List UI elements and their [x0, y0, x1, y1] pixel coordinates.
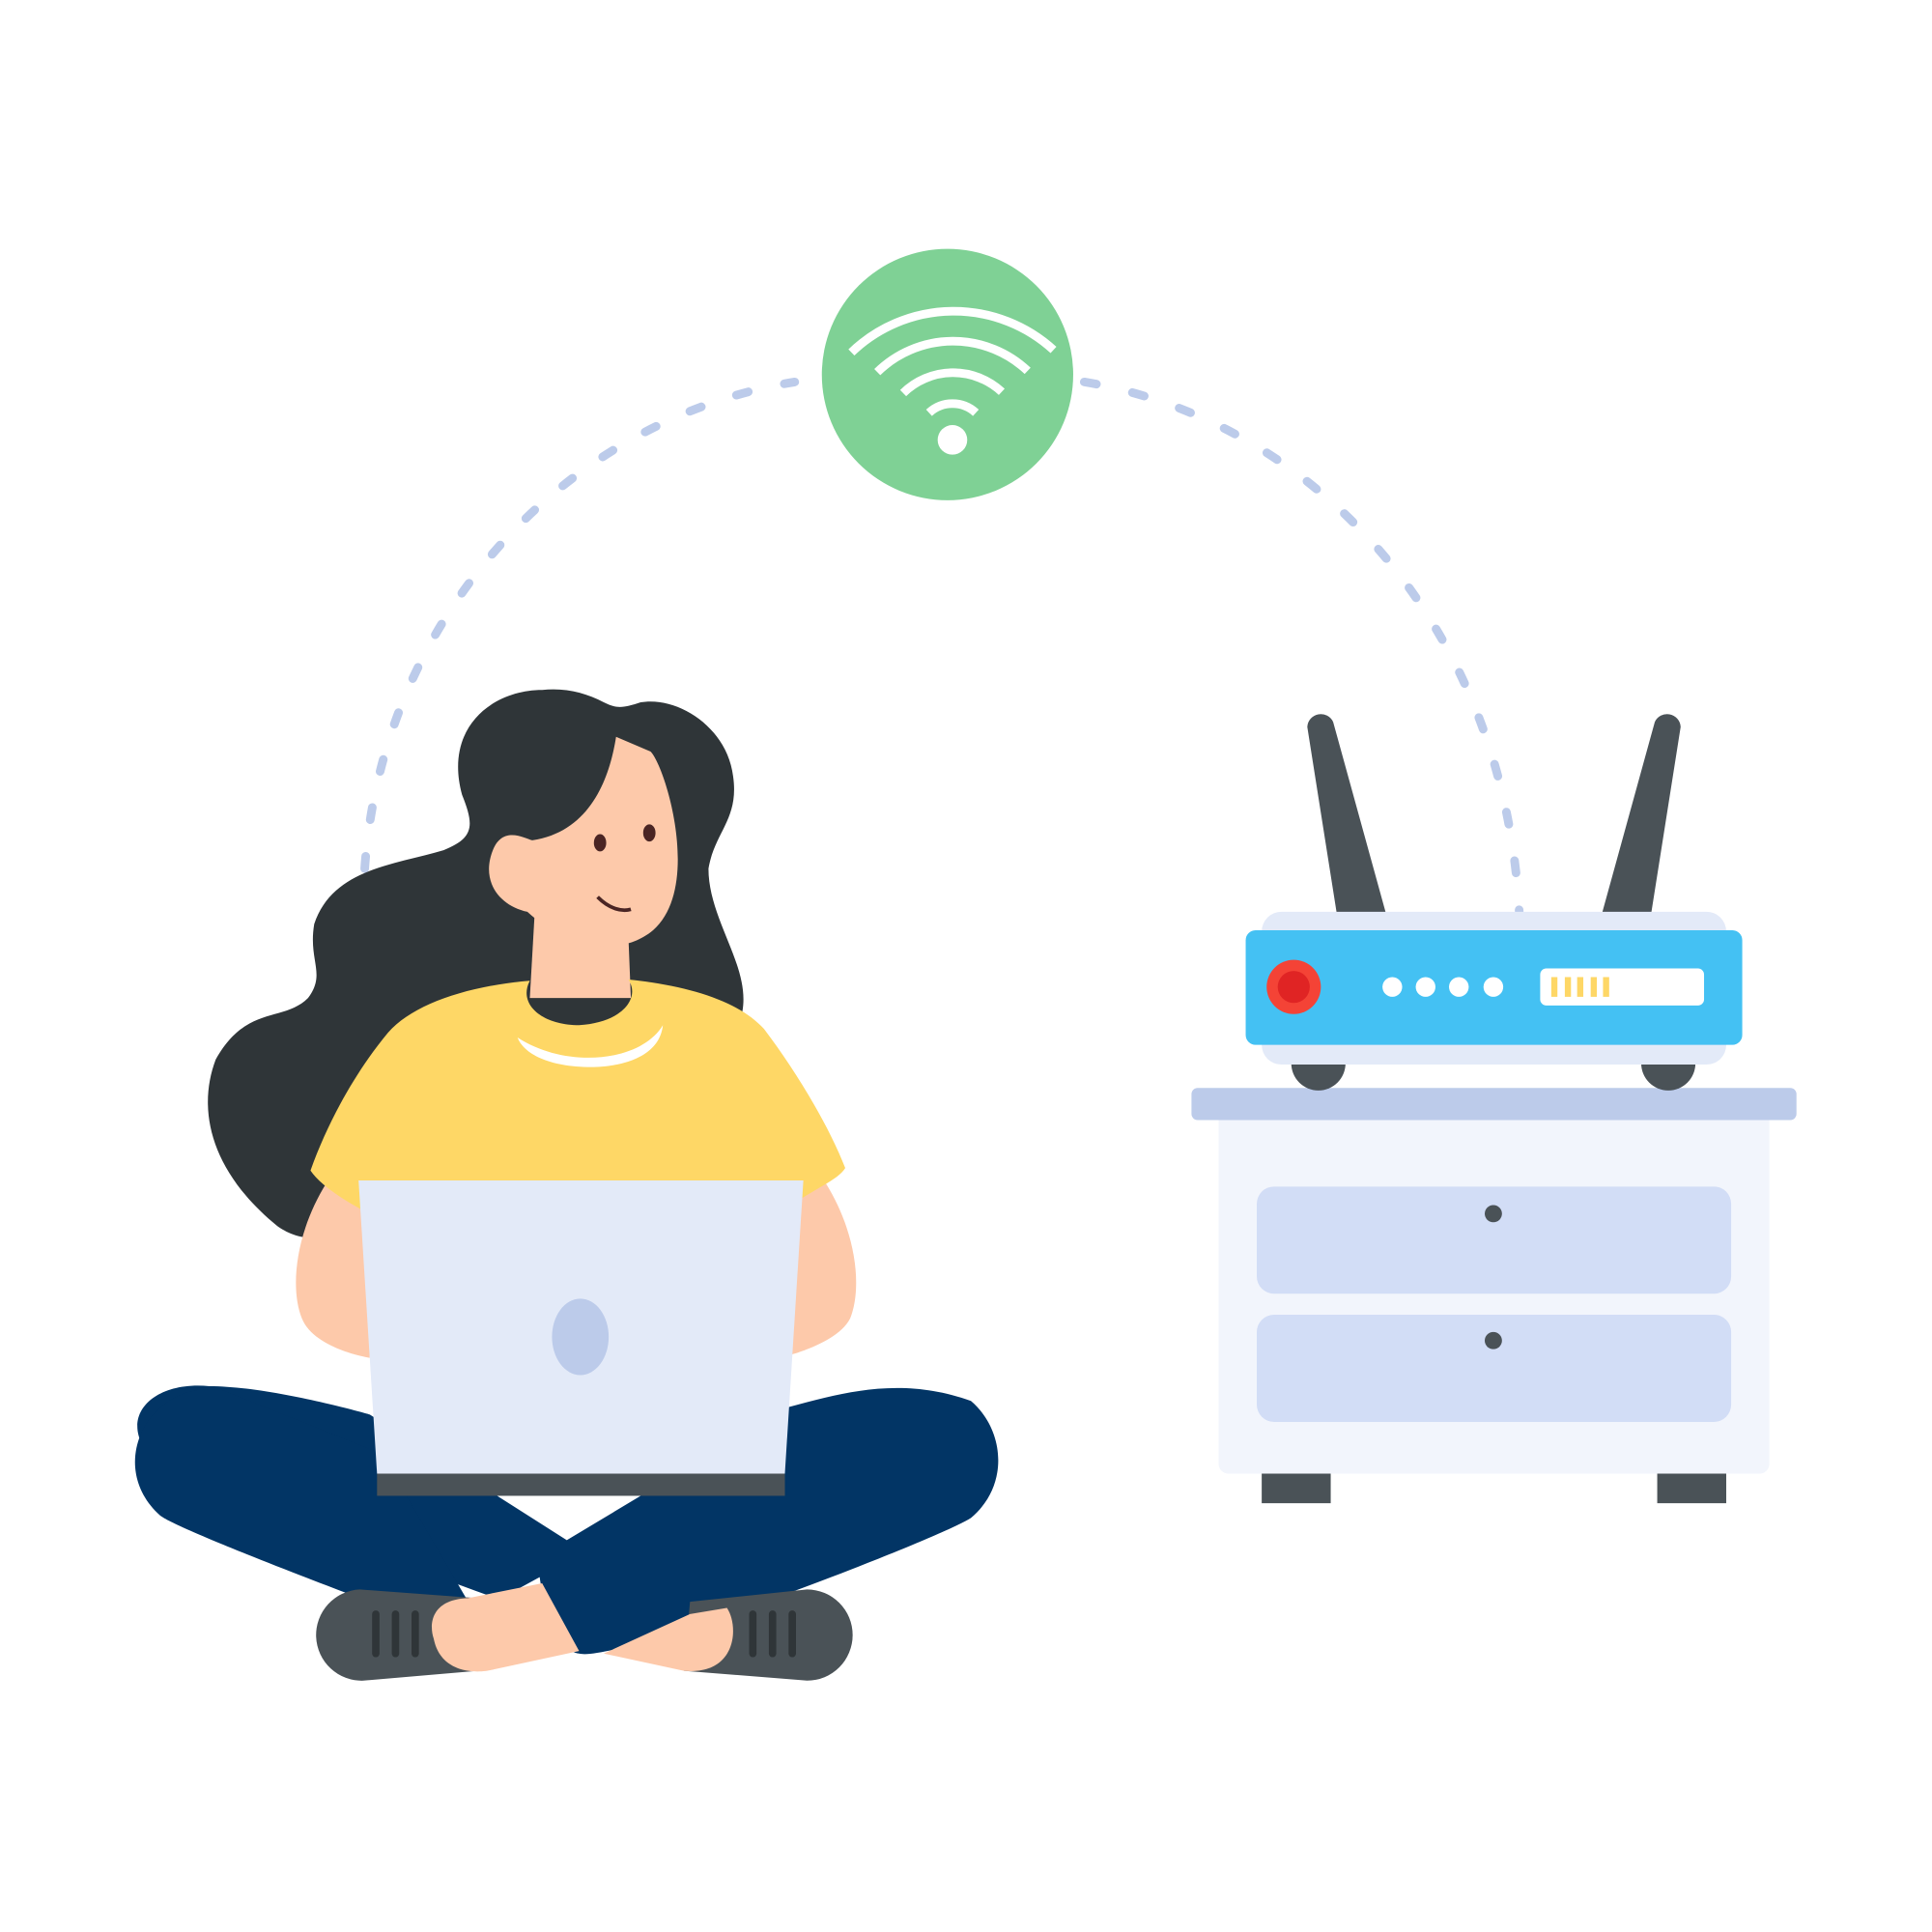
signal-leds: [1550, 977, 1609, 997]
router: [1245, 714, 1743, 1091]
antenna-left: [1307, 714, 1386, 915]
drawer-knob-icon: [1484, 1205, 1502, 1223]
status-lights: [1382, 977, 1504, 997]
drawer-top: [1257, 1186, 1732, 1294]
cabinet: [1191, 1088, 1797, 1504]
dotted-connection-arc: [360, 377, 1524, 917]
laptop-logo-icon: [552, 1298, 610, 1376]
wifi-icon: [821, 248, 1073, 500]
laptop: [358, 1179, 804, 1496]
drawer-knob-icon: [1484, 1331, 1502, 1350]
woman: [134, 689, 999, 1681]
drawer-bottom: [1257, 1314, 1732, 1422]
antenna-right: [1602, 714, 1681, 915]
